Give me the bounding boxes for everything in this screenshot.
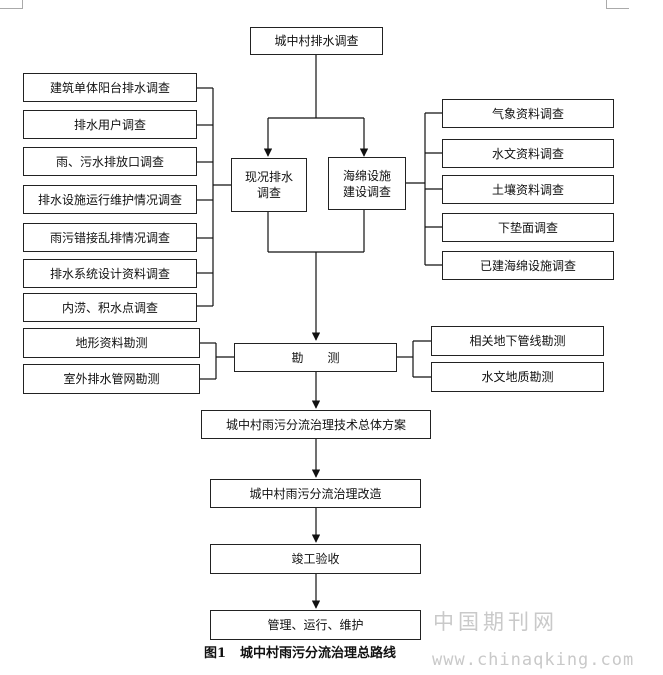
node-field-survey: 勘 测 xyxy=(234,343,397,372)
node-separation-renovation: 城中村雨污分流治理改造 xyxy=(210,479,421,508)
node-outdoor-pipe-network-survey: 室外排水管网勘测 xyxy=(23,364,200,394)
node-facility-operation-survey: 排水设施运行维护情况调查 xyxy=(23,185,197,214)
node-topographic-survey: 地形资料勘测 xyxy=(23,328,200,358)
page-corner-mark-left xyxy=(0,0,23,9)
node-completion-acceptance: 竣工验收 xyxy=(210,544,421,574)
node-misconnection-survey: 雨污错接乱排情况调查 xyxy=(23,223,197,252)
watermark-text: 中国期刊网 xyxy=(433,610,558,634)
node-drainage-user-survey: 排水用户调查 xyxy=(23,110,197,139)
figure-caption: 图1 城中村雨污分流治理总路线 xyxy=(204,642,396,661)
node-outfall-survey: 雨、污水排放口调查 xyxy=(23,147,197,176)
figure-number: 图1 xyxy=(204,646,227,661)
node-waterlogging-survey: 内涝、积水点调查 xyxy=(23,293,197,322)
figure-title: 城中村雨污分流治理总路线 xyxy=(240,646,397,661)
node-soil-data-survey: 土壤资料调查 xyxy=(442,175,614,204)
node-underground-pipeline-survey: 相关地下管线勘测 xyxy=(431,326,604,356)
node-overall-technical-plan: 城中村雨污分流治理技术总体方案 xyxy=(201,410,431,439)
node-hydrogeology-survey: 水文地质勘测 xyxy=(431,362,604,392)
node-balcony-drainage-survey: 建筑单体阳台排水调查 xyxy=(23,73,197,102)
page-corner-mark-right xyxy=(606,0,629,9)
node-village-drainage-survey: 城中村排水调查 xyxy=(250,27,383,55)
node-meteorology-data-survey: 气象资料调查 xyxy=(442,99,614,128)
node-management-operation-maintenance: 管理、运行、维护 xyxy=(210,610,421,640)
node-existing-sponge-facility-survey: 已建海绵设施调查 xyxy=(442,251,614,280)
node-current-drainage-survey: 现况排水 调查 xyxy=(231,158,307,212)
watermark-url: www.chinaqking.com xyxy=(432,650,635,670)
node-hydrology-data-survey: 水文资料调查 xyxy=(442,139,614,168)
node-design-data-survey: 排水系统设计资料调查 xyxy=(23,259,197,288)
node-sponge-facility-survey: 海绵设施 建设调查 xyxy=(328,157,406,210)
node-underlying-surface-survey: 下垫面调查 xyxy=(442,213,614,242)
